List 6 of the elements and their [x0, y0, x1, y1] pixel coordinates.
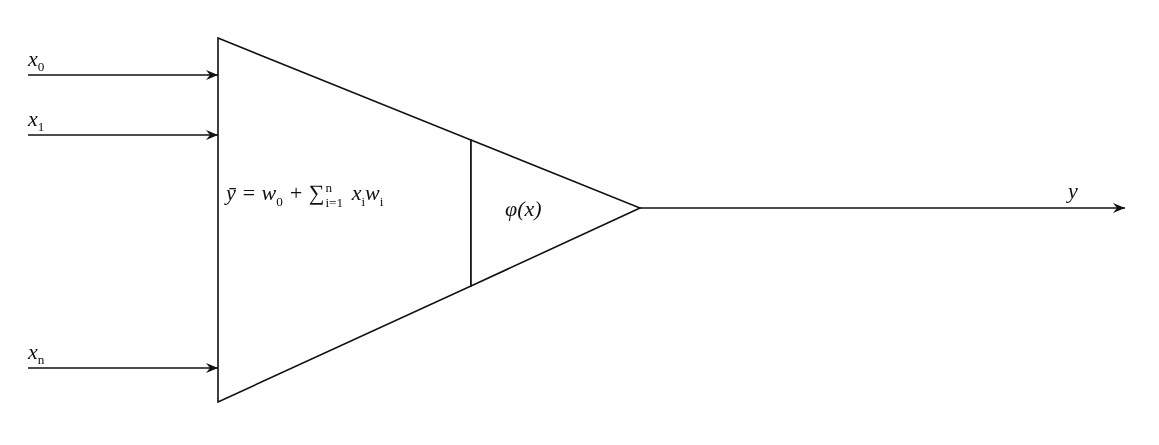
arrow: [27, 363, 219, 373]
formula: ȳ = w$_{0}$ + ∑$^{n}$$_{i=1}$ x$_{i}$w$_{i}$: [226, 179, 384, 213]
function-label: φ(x): [505, 195, 542, 223]
arrow: [639, 203, 1126, 213]
arrow: [27, 70, 219, 80]
arrow: [27, 130, 219, 140]
